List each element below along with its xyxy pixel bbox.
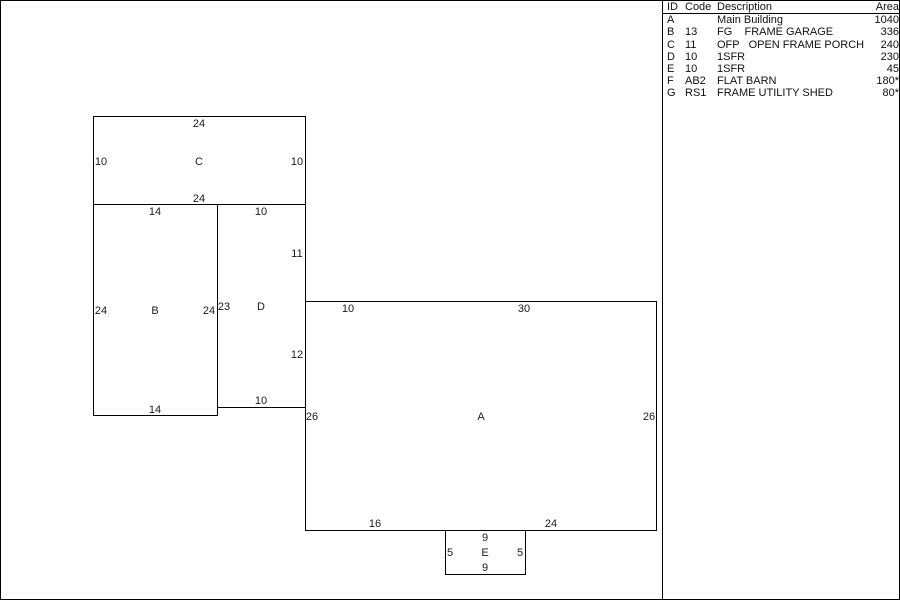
legend-cell-area: 45: [886, 62, 899, 75]
legend-cell-description: FG FRAME GARAGE: [717, 26, 834, 39]
dim-label: 11: [291, 248, 302, 260]
legend-row[interactable]: E 10 1SFR 45: [663, 62, 899, 75]
legend-cell-id: E: [667, 62, 675, 75]
dim-label: 23: [218, 301, 230, 313]
dim-label: 5: [447, 547, 453, 559]
dim-label: 10: [291, 156, 303, 168]
dim-label: 24: [95, 305, 107, 317]
legend-row[interactable]: B 13 FG FRAME GARAGE 336: [663, 26, 899, 39]
header-area: Area: [875, 1, 899, 13]
dim-label: 10: [255, 206, 267, 218]
legend-row[interactable]: D 10 1SFR 230: [663, 50, 899, 63]
legend-row[interactable]: G RS1 FRAME UTILITY SHED 80*: [663, 87, 899, 100]
legend-cell-description: 1SFR: [717, 50, 746, 63]
dim-label: 12: [291, 349, 303, 361]
header-code: Code: [685, 1, 712, 13]
dim-label: 9: [482, 562, 488, 574]
legend-cell-code: 10: [685, 50, 698, 63]
legend-cell-code: AB2: [685, 75, 706, 88]
legend-cell-area: 240: [880, 38, 899, 51]
dim-label: 10: [255, 395, 267, 407]
legend-cell-code: 13: [685, 26, 698, 39]
legend-row[interactable]: C 11 OFP OPEN FRAME PORCH 240: [663, 38, 899, 51]
dim-label: 26: [306, 411, 318, 423]
legend-cell-description: FRAME UTILITY SHED: [717, 87, 833, 100]
legend-cell-area: 1040: [874, 14, 899, 27]
dim-label: 24: [193, 118, 205, 130]
header-id: ID: [667, 1, 678, 13]
legend-cell-id: D: [667, 50, 675, 63]
legend-header-row: ID Code Description Area: [663, 1, 899, 15]
legend-cell-id: C: [667, 38, 675, 51]
area-c[interactable]: 24 10 C 10 24: [93, 116, 306, 206]
legend-cell-area: 180*: [876, 75, 899, 88]
legend-cell-id: A: [667, 14, 675, 27]
legend-row[interactable]: A Main Building 1040: [663, 14, 899, 27]
legend-cell-description: FLAT BARN: [717, 75, 777, 88]
area-d[interactable]: 10 11 23 D 12 10: [217, 204, 306, 408]
area-e-outline: [445, 530, 526, 575]
dim-label: 10: [95, 156, 107, 168]
legend-cell-id: G: [667, 87, 676, 100]
legend-cell-id: F: [667, 75, 674, 88]
area-label: A: [477, 411, 485, 423]
area-label: E: [481, 547, 488, 559]
dim-label: 5: [517, 547, 523, 559]
header-description: Description: [717, 1, 773, 13]
area-b[interactable]: 14 24 B 24 14: [93, 204, 218, 417]
dim-label: 9: [482, 532, 488, 544]
dim-label: 10: [342, 303, 354, 315]
legend-row[interactable]: F AB2 FLAT BARN 180*: [663, 75, 899, 88]
legend-cell-description: OFP OPEN FRAME PORCH: [717, 38, 865, 51]
area-label: C: [195, 156, 203, 168]
legend-cell-area: 80*: [882, 87, 899, 100]
legend-cell-area: 230: [880, 50, 899, 63]
area-e[interactable]: 9 5 E 5 9: [445, 530, 526, 575]
dim-label: 24: [203, 305, 215, 317]
area-a[interactable]: 10 30 26 A 26 16 24: [305, 301, 657, 531]
legend-cell-description: Main Building: [717, 14, 784, 27]
dim-label: 16: [369, 518, 381, 530]
legend-cell-id: B: [667, 26, 675, 39]
legend-cell-code: RS1: [685, 87, 707, 100]
legend-cell-code: 10: [685, 62, 698, 75]
legend-cell-code: 11: [685, 38, 697, 51]
dim-label: 26: [643, 411, 655, 423]
area-b-outline: [93, 204, 218, 416]
dim-label: 14: [149, 404, 161, 416]
area-label: B: [151, 305, 158, 317]
dim-label: 24: [193, 193, 205, 205]
legend-cell-area: 336: [880, 26, 899, 39]
dim-label: 30: [518, 303, 530, 315]
legend-cell-description: 1SFR: [717, 62, 746, 75]
dim-label: 24: [545, 518, 557, 530]
area-label: D: [257, 301, 265, 313]
area-legend-table: ID Code Description Area A Main Building 1…: [662, 1, 899, 599]
legend-cell-code: [685, 14, 717, 26]
dim-label: 14: [149, 206, 161, 218]
